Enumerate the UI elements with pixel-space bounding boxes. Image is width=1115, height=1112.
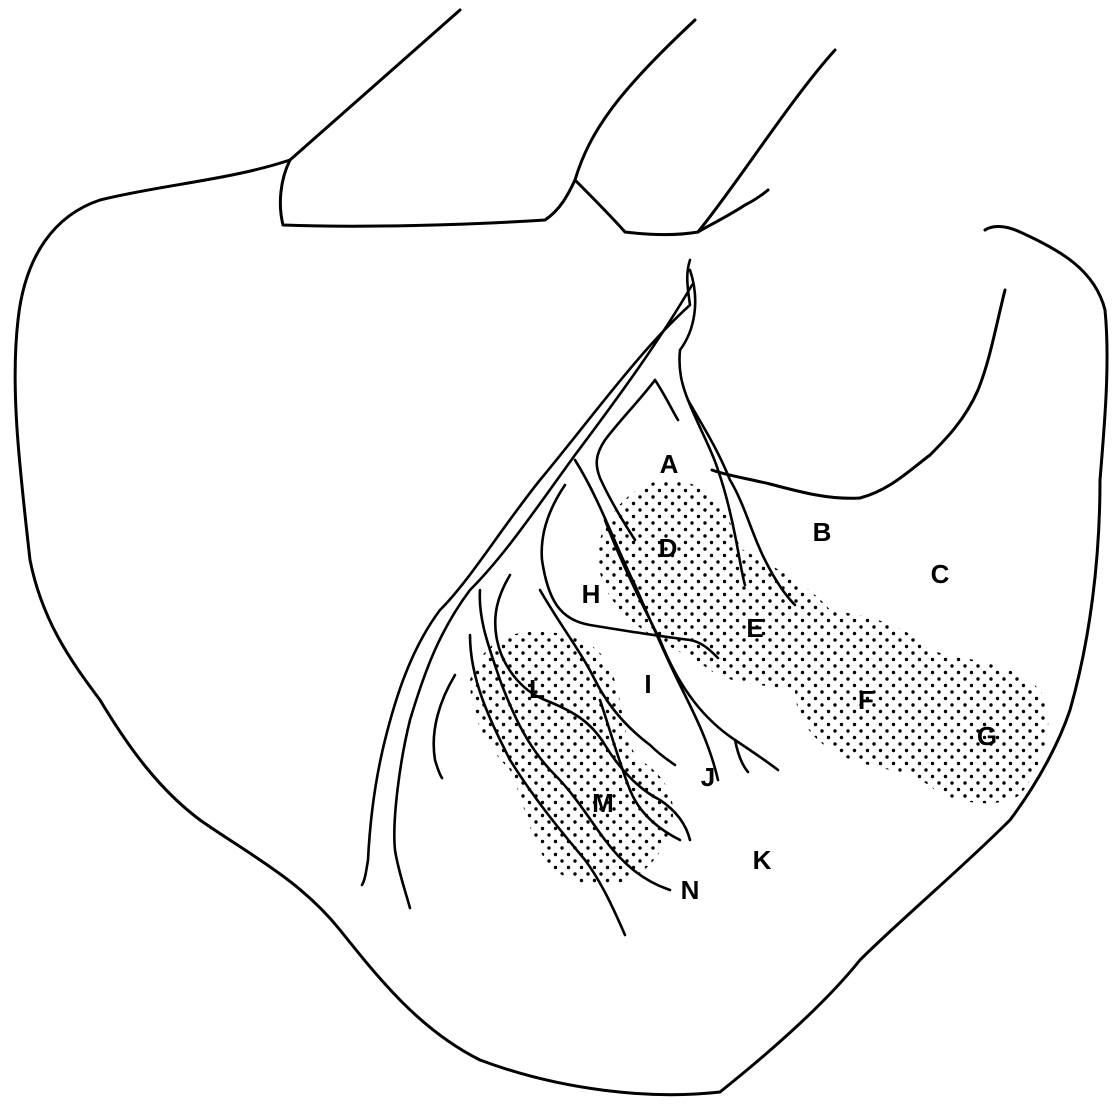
heart-outline xyxy=(15,10,1107,1095)
small-branch-left xyxy=(434,675,455,778)
label-f: F xyxy=(858,685,874,715)
label-j: J xyxy=(701,762,715,792)
label-g: G xyxy=(977,721,997,751)
stipple-region-lower xyxy=(470,632,673,886)
branch-a-d-upper xyxy=(655,380,678,420)
vessel-origin-stub xyxy=(698,190,768,232)
heart-outer-contour xyxy=(15,160,1107,1095)
label-l: L xyxy=(529,674,545,704)
pulmonary-artery xyxy=(575,50,835,235)
left-atrial-notch xyxy=(712,290,1005,498)
label-m: M xyxy=(592,788,614,818)
label-d: D xyxy=(659,533,678,563)
label-h: H xyxy=(582,579,601,609)
label-k: K xyxy=(753,845,772,875)
label-b: B xyxy=(813,517,832,547)
label-c: C xyxy=(931,559,950,589)
aorta-stump xyxy=(280,10,695,226)
label-n: N xyxy=(681,875,700,905)
label-e: E xyxy=(746,613,763,643)
label-a: A xyxy=(660,449,679,479)
label-i: I xyxy=(644,669,651,699)
